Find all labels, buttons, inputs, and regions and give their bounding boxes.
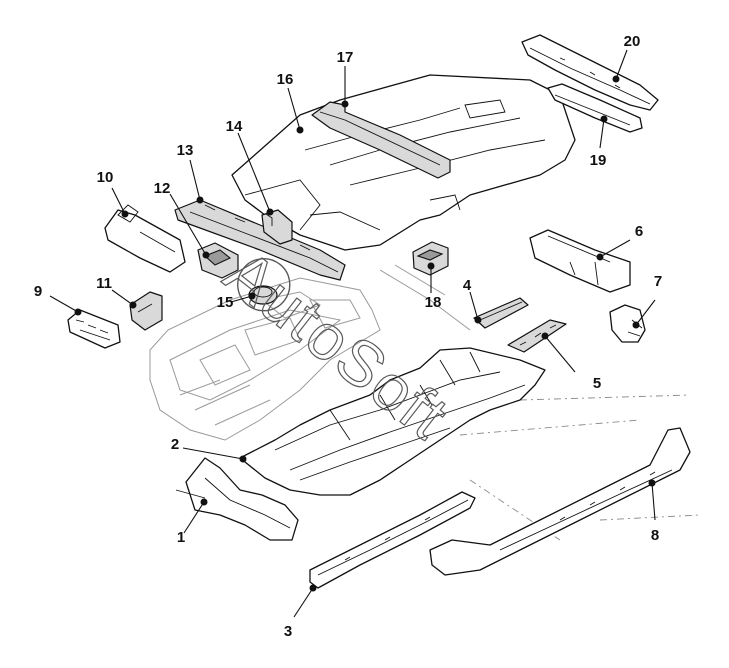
callout-dot-4 [474,316,482,324]
part-19-rear-rail-lower [547,83,643,133]
leader-line-3 [293,587,314,618]
part-13-crossbeam [174,199,346,281]
callout-9: 9 [34,283,42,300]
callout-dot-17 [341,100,349,108]
part-20-rear-rail [521,34,659,111]
callout-dot-6 [596,253,604,261]
callout-11: 11 [96,275,112,292]
leader-line-20 [615,49,628,80]
callout-15: 15 [217,294,234,311]
callout-dot-8 [648,479,656,487]
callout-17: 17 [337,49,354,66]
callout-4: 4 [463,277,472,294]
leader-line-7 [635,299,656,326]
leader-line-16 [287,87,301,131]
callout-dot-10 [121,210,129,218]
leader-line-9 [49,295,79,313]
callout-20: 20 [624,33,641,50]
callout-dot-20 [612,75,620,83]
leader-line-14 [237,132,271,213]
callout-14: 14 [226,118,243,135]
leader-line-2 [182,447,244,460]
callout-dot-7 [632,321,640,329]
part-6-box-member [529,229,631,293]
part-8-side-sill [429,427,691,576]
part-14-mount [261,209,293,245]
part-2-floor-pan [239,347,546,496]
callout-dot-3 [309,584,317,592]
part-5-reinforcement [507,319,567,353]
callout-5: 5 [593,375,601,392]
callout-8: 8 [651,527,659,544]
leader-line-4 [469,291,479,321]
callout-19: 19 [590,152,607,169]
callout-16: 16 [277,71,294,88]
part-4-bar [473,297,529,329]
part-1-footwell [175,457,299,541]
callout-dot-13 [196,196,204,204]
part-7-clip [609,304,646,343]
callout-12: 12 [154,180,171,197]
callout-7: 7 [654,273,662,290]
callout-dot-16 [296,126,304,134]
part-15-cap [248,285,278,305]
leader-line-19 [599,118,605,149]
leader-line-10 [111,187,126,215]
part-17-crossmember [311,101,451,179]
callout-3: 3 [284,623,292,640]
callout-dot-15 [248,292,256,300]
callout-dot-18 [427,262,435,270]
callout-dot-12 [202,251,210,259]
leader-line-1 [183,501,205,534]
callout-10: 10 [97,169,114,186]
callout-dot-2 [239,455,247,463]
part-9-grille [67,309,121,349]
callout-dot-14 [266,208,274,216]
leader-line-15 [230,295,253,303]
callout-6: 6 [635,223,643,240]
callout-2: 2 [171,436,179,453]
part-11-small-bracket [129,291,163,331]
callouts: 1 2 3 4 5 6 7 8 9 10 [34,33,662,640]
callout-dot-9 [74,308,82,316]
part-10-side-panel [104,204,186,273]
leader-line-13 [189,159,201,201]
callout-dot-1 [200,498,208,506]
leader-line-6 [599,239,631,258]
callout-13: 13 [177,142,194,159]
callout-dot-11 [129,301,137,309]
callout-18: 18 [425,294,442,311]
callout-dot-5 [541,332,549,340]
leader-line-5 [544,335,576,373]
leader-line-12 [169,193,207,256]
part-12-bracket [197,242,239,279]
leader-line-8 [651,482,656,521]
leader-line-11 [111,289,134,306]
part-18-rubber-mount [412,241,449,276]
callout-1: 1 [177,529,185,546]
callout-dot-19 [600,115,608,123]
